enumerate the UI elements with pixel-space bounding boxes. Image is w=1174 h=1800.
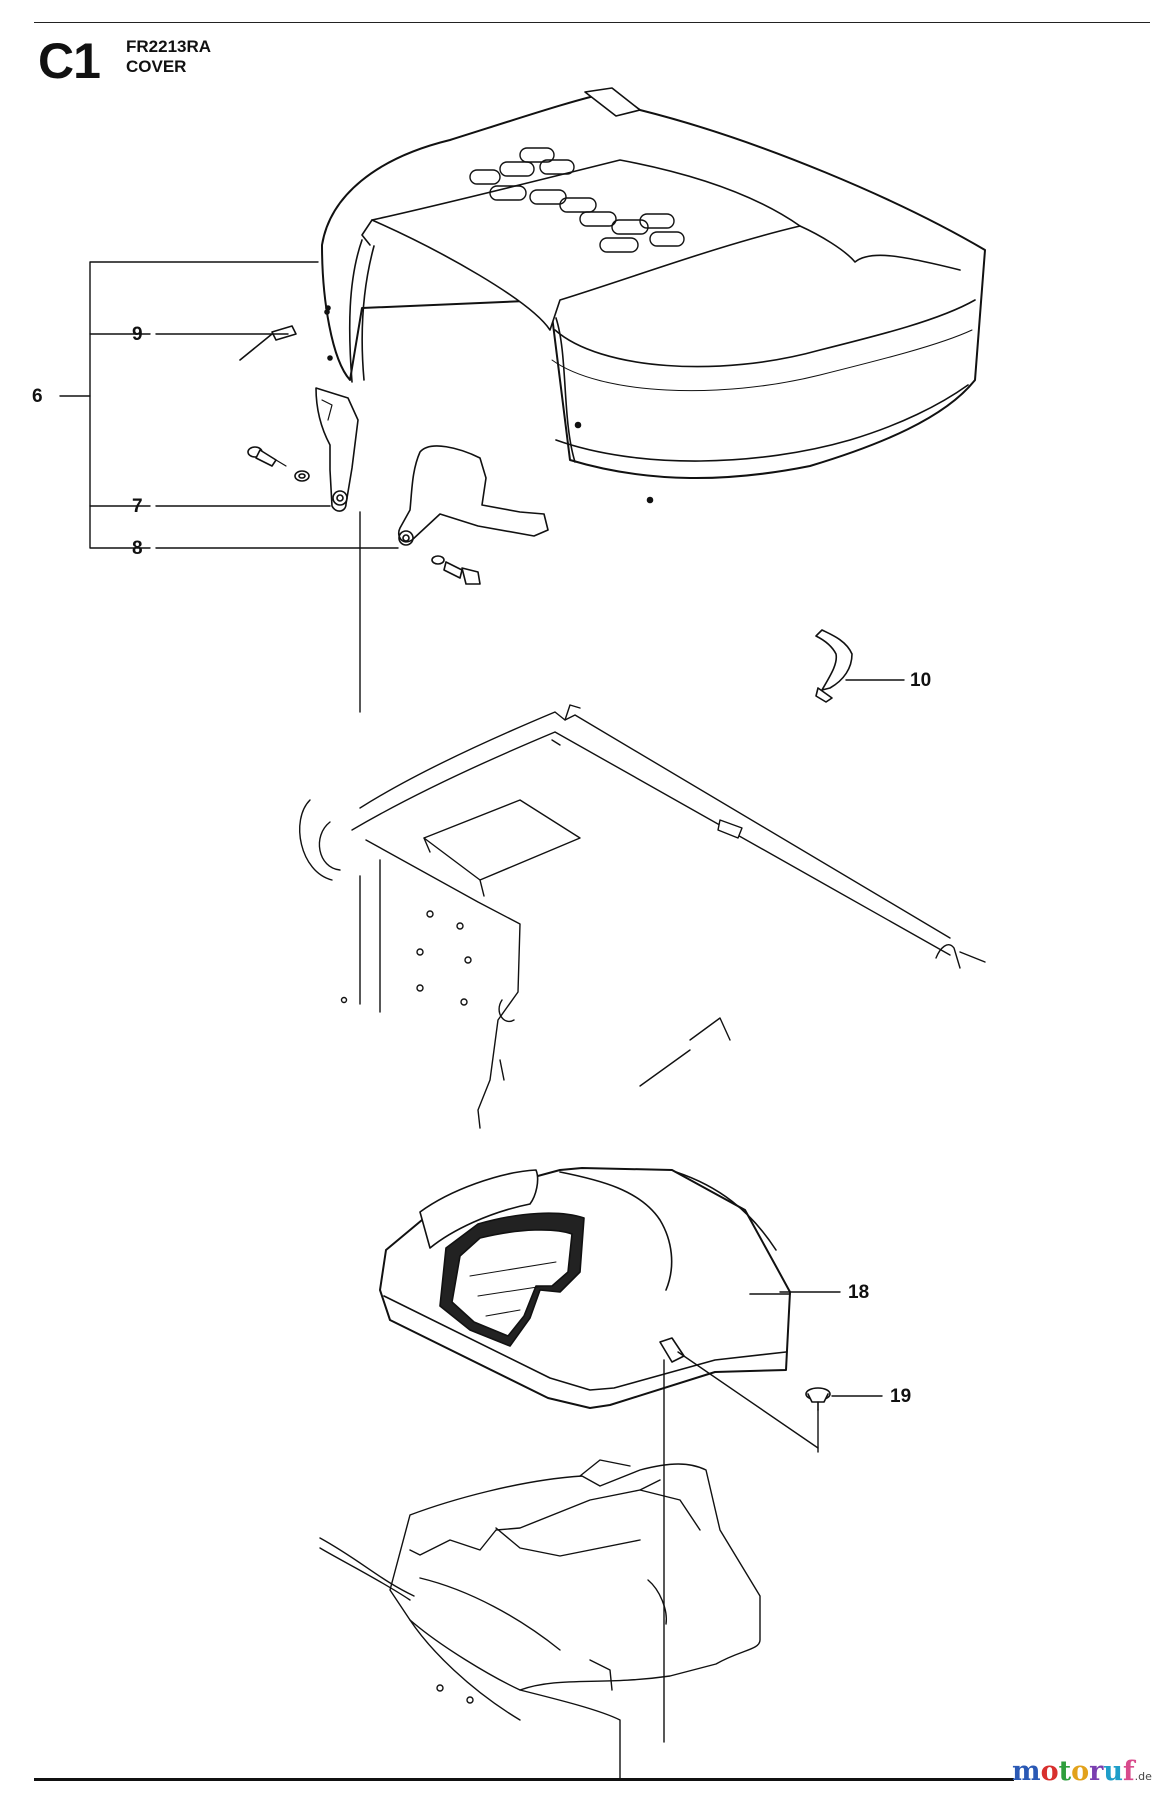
logo-letter: f	[1122, 1756, 1135, 1787]
screw-part-7	[247, 446, 310, 482]
leader-lines	[59, 261, 905, 1743]
hood-cover-part-6	[321, 87, 986, 504]
callout-19: 19	[890, 1386, 912, 1407]
logo-letter: u	[1103, 1756, 1123, 1787]
section-code: C1	[38, 33, 101, 89]
logo-letter: t	[1058, 1756, 1072, 1787]
top-rule	[34, 22, 1150, 23]
callout-9: 9	[132, 324, 143, 345]
lower-base-tray	[319, 1459, 761, 1781]
hinge-bracket-right	[397, 445, 549, 546]
callout-8: 8	[132, 538, 143, 559]
screw-part-19	[805, 1387, 831, 1411]
page-title: COVER	[126, 57, 187, 76]
rivet-part-9	[239, 309, 330, 361]
storage-cover-part-18	[379, 1167, 819, 1449]
logo-suffix: .de	[1134, 1770, 1152, 1783]
watermark-logo: motoruf.de	[1012, 1756, 1152, 1787]
callout-7: 7	[132, 496, 143, 517]
logo-letter: m	[1012, 1756, 1041, 1787]
model-number: FR2213RA	[126, 37, 212, 56]
logo-letter: r	[1089, 1756, 1104, 1787]
clip-part-10	[815, 629, 853, 703]
logo-letter: o	[1040, 1756, 1059, 1787]
chassis-frame	[298, 704, 986, 1129]
bolt-part-8	[431, 555, 481, 585]
bottom-rule	[34, 1778, 1014, 1781]
callout-10: 10	[910, 670, 932, 691]
logo-letter: o	[1071, 1756, 1090, 1787]
callout-6: 6	[32, 386, 43, 407]
callout-18: 18	[848, 1282, 870, 1303]
hinge-bracket-left	[315, 387, 359, 512]
